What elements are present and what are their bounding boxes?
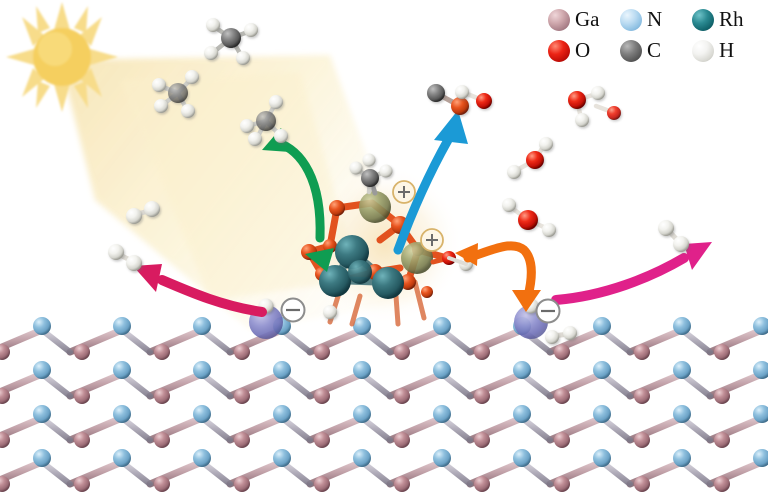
methane-molecule-3 [240,95,288,146]
legend-row-1: Ga N Rh [548,4,764,35]
sphere-c-icon [620,39,642,62]
water-molecule-3 [502,198,556,237]
legend-label-n: N [647,7,663,31]
hydrogen-molecule-2 [108,244,142,271]
methane-molecule-2 [152,70,199,118]
sphere-n-icon [620,8,642,31]
hydrogen-molecule-1 [126,201,160,224]
water-activation-arrow [455,241,541,312]
legend-item-o: O [548,38,620,62]
methane-molecule-1 [204,18,258,65]
sphere-h-icon [692,39,714,62]
sun-icon [6,2,118,112]
carbon-monoxide-molecule [427,84,469,115]
water-molecule-5 [593,103,621,120]
legend-item-rh: Rh [692,7,764,31]
charge-electron-right [535,298,561,324]
adsorbed-hydrogen-left [323,305,337,319]
h2-release-arrow-right [551,242,712,305]
legend-row-2: O C H [548,35,764,66]
legend-label-h: H [719,38,735,62]
charge-hole-lower [420,228,444,252]
legend-label-ga: Ga [575,7,600,31]
gan-substrate-lattice [0,317,768,497]
legend-item-n: N [620,7,692,31]
legend-label-c: C [647,38,662,62]
legend: Ga N Rh O C H [548,4,764,66]
hydrogen-molecule-3 [658,220,689,252]
water-molecule-1 [568,86,605,127]
rh-oxide-cluster [301,191,473,327]
sphere-o-icon [548,39,570,62]
charge-electron-left [280,297,306,323]
methyl-on-cluster [349,153,393,196]
water-molecule-2 [507,137,553,179]
legend-item-c: C [620,38,692,62]
legend-label-o: O [575,38,591,62]
co-desorption-arrow [393,110,468,255]
charge-hole-upper [392,180,416,204]
sphere-rh-icon [692,8,714,31]
legend-item-h: H [692,38,764,62]
legend-item-ga: Ga [548,7,620,31]
legend-label-rh: Rh [719,7,744,31]
sphere-ga-icon [548,8,570,31]
water-molecule-4 [455,85,492,109]
hydrogen-molecule-4 [545,326,577,344]
h2-release-arrow-left [133,264,267,317]
